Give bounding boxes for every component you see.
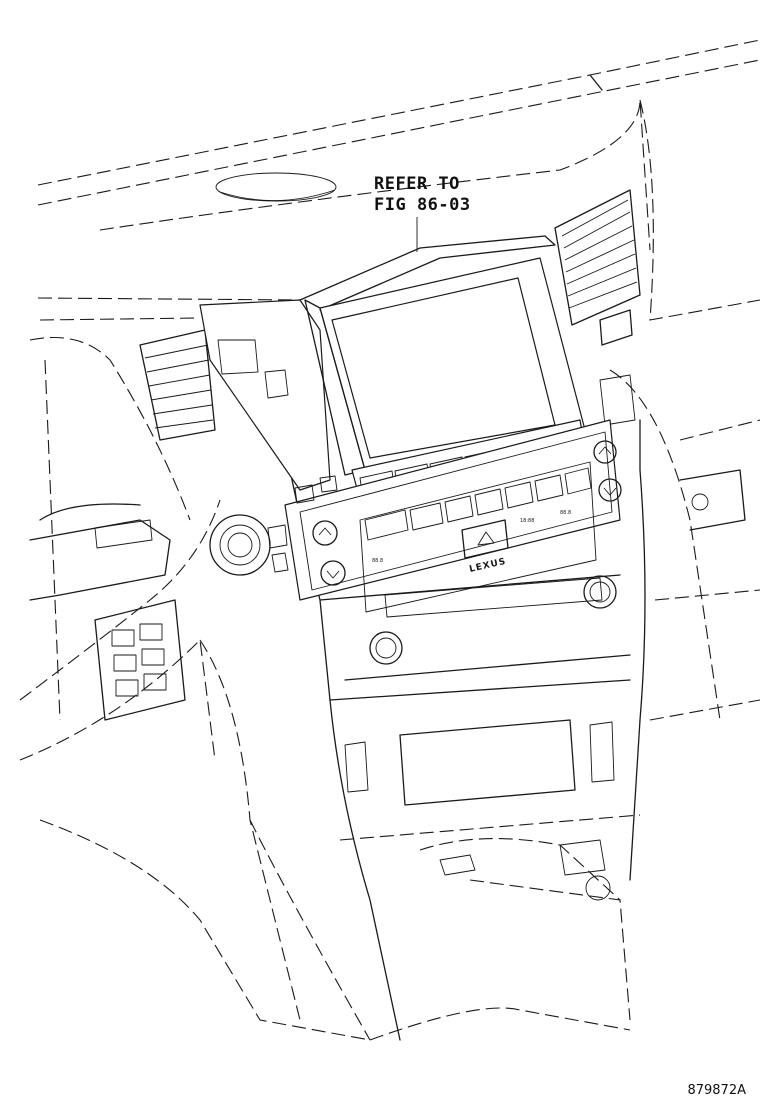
callout-line-1: REFER TO [374, 174, 460, 194]
climate-control-panel: 18:88 88.8 88.8 LEXUS [284, 419, 622, 613]
right-temp-up-knob [593, 440, 617, 464]
dash-top-edges [37, 39, 760, 321]
panel-right-temp-text: 88.8 [560, 510, 571, 516]
right-temp-down-knob [598, 478, 622, 502]
defroster-vent [215, 172, 337, 202]
hazard-button [461, 519, 509, 559]
panel-clock-text: 18:88 [520, 518, 534, 524]
display-bracket [199, 235, 556, 491]
ignition-switch [209, 514, 271, 576]
right-dash-panel [599, 369, 760, 721]
left-switch-panel [94, 599, 186, 721]
panel-left-temp-text: 88.8 [372, 558, 383, 564]
panel-clips [267, 475, 338, 573]
steering-column [19, 337, 221, 721]
right-air-vent [554, 189, 641, 346]
dash-crest [99, 99, 651, 251]
lower-dash-left [19, 638, 371, 1041]
left-air-vent [139, 329, 216, 441]
left-temp-up-knob [312, 520, 338, 546]
figure-id-label: 879872A [687, 1083, 746, 1098]
panel-brand-logo: LEXUS [468, 557, 507, 575]
callout-line-2: FIG 86-03 [374, 195, 471, 215]
left-temp-down-knob [320, 560, 346, 586]
refer-to-callout: REFER TO FIG 86-03 [374, 174, 471, 216]
